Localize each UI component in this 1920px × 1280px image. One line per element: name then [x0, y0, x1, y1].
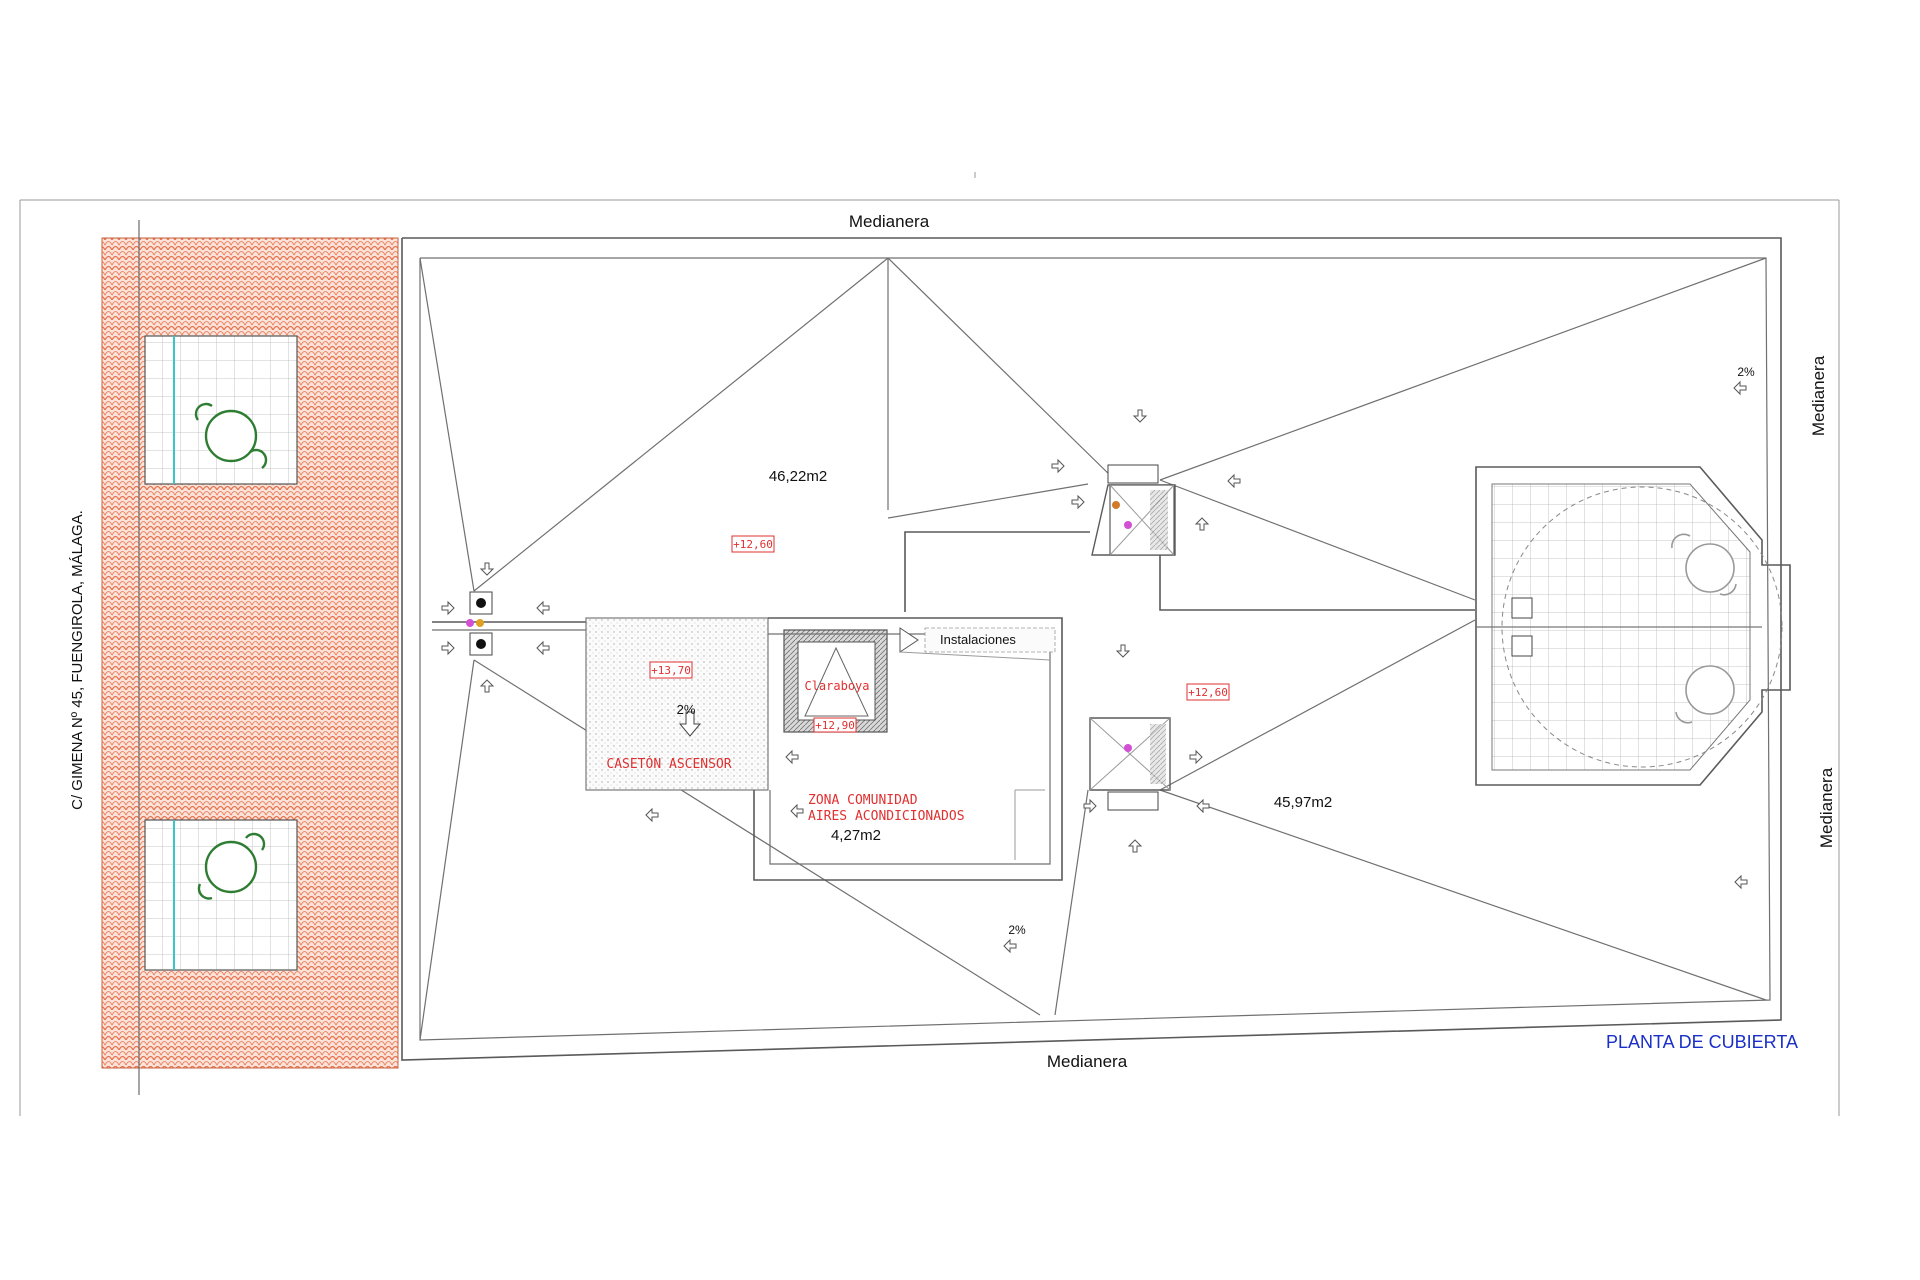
installations-strip — [753, 617, 1063, 881]
vent-unit-left — [466, 591, 493, 656]
area-ac-zone: 4,27m2 — [831, 827, 881, 844]
plan-title: PLANTA DE CUBIERTA — [1606, 1032, 1798, 1052]
table-with-chairs-icon — [197, 832, 266, 900]
svg-text:+12,90: +12,90 — [815, 719, 855, 732]
balcony-bottom — [144, 819, 298, 971]
svg-text:+13,70: +13,70 — [651, 664, 691, 677]
slope-label-lift: 2% — [677, 702, 696, 717]
street-address-label: C/ GIMENA Nº 45, FUENGIROLA, MÁLAGA. — [69, 510, 86, 810]
vent-unit-lower — [1089, 717, 1171, 811]
right-terrace — [1475, 466, 1791, 786]
installation-ducts — [432, 531, 1475, 631]
zone-label-ac-line1: ZONA COMUNIDAD — [808, 793, 918, 808]
level-mark-roof-left: +12,60 — [731, 535, 775, 553]
table-with-chairs-icon — [1671, 533, 1737, 724]
boundary-label-top: Medianera — [849, 212, 930, 231]
area-upper-left: 46,22m2 — [769, 468, 827, 485]
zone-label-lift: CASETÓN ASCENSOR — [606, 756, 731, 772]
level-mark-lift-shaft: +13,70 — [649, 661, 693, 679]
boundary-label-right-lower: Medianera — [1817, 767, 1836, 848]
boundary-label-bottom: Medianera — [1047, 1052, 1128, 1071]
boundary-label-right-upper: Medianera — [1809, 355, 1828, 436]
lift-shaft-block — [585, 617, 769, 791]
vent-unit-upper — [1091, 464, 1176, 556]
zone-label-ac-line2: AIRES ACONDICIONADOS — [808, 809, 965, 824]
skylight-block — [783, 629, 888, 733]
zone-label-skylight: Claraboya — [804, 679, 869, 693]
balcony-top — [144, 335, 298, 485]
table-with-chairs-icon — [194, 402, 268, 469]
drawing-frame — [19, 172, 1840, 1116]
svg-text:+12,60: +12,60 — [1188, 686, 1228, 699]
level-mark-roof-right: +12,60 — [1186, 683, 1230, 701]
area-right: 45,97m2 — [1274, 794, 1332, 811]
svg-text:+12,60: +12,60 — [733, 538, 773, 551]
roof-outline — [401, 237, 1782, 1061]
roof-slope-lines — [419, 257, 1767, 1041]
slope-label-top-right: 2% — [1737, 365, 1755, 379]
slope-label-bottom-center: 2% — [1008, 923, 1026, 937]
level-mark-skylight: +12,90 — [813, 717, 857, 733]
zone-label-installations: Instalaciones — [940, 632, 1016, 647]
